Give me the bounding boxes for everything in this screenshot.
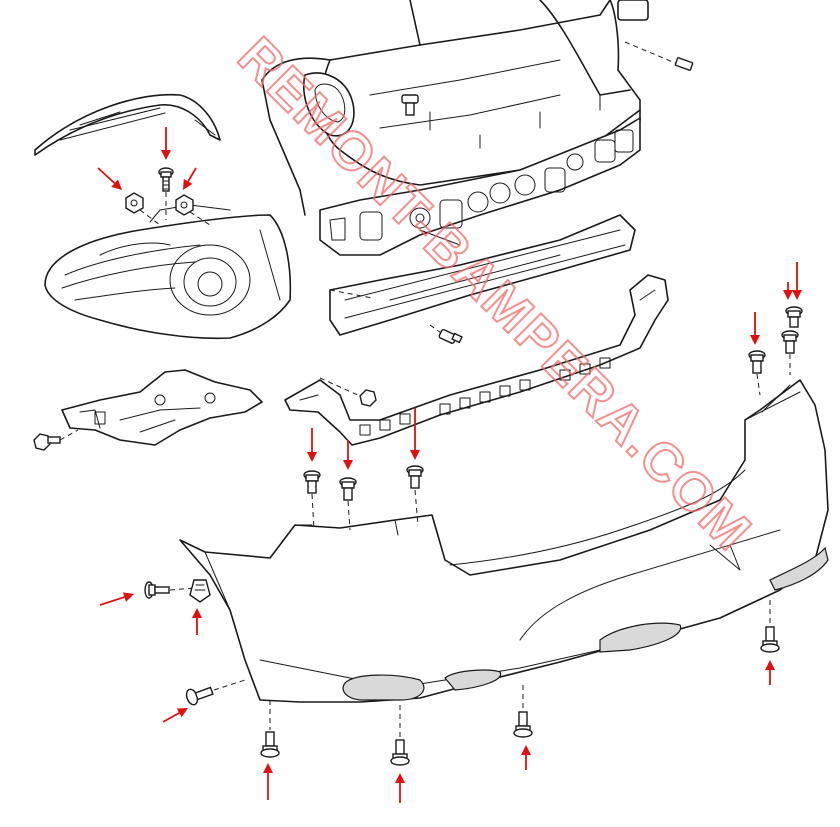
screw-icon (260, 731, 280, 758)
left-side-screw (144, 581, 196, 599)
body-stud-dashed (624, 41, 694, 71)
upper-screw-2 (339, 477, 357, 531)
screw-icon (760, 626, 780, 653)
screw-icon (785, 306, 803, 328)
bottom-screw-2 (390, 705, 410, 766)
right-screw-2 (781, 330, 799, 375)
pointer-arrow (307, 428, 317, 462)
pointer-arrow (161, 127, 171, 160)
pointer-arrow (395, 773, 405, 803)
screw-icon (339, 477, 357, 501)
pointer-arrow (410, 408, 420, 460)
tail-light-nut-left (125, 192, 161, 226)
screw-icon (513, 711, 533, 738)
clip-icon (189, 579, 211, 603)
bolt-icon (33, 433, 61, 451)
pointer-arrow (97, 167, 122, 190)
pointer-arrow (192, 608, 202, 635)
arrow-group (97, 127, 802, 803)
arrow-head (395, 773, 405, 783)
tail-light-screw-top (158, 167, 174, 220)
stud-icon (401, 94, 419, 116)
arrow-head (750, 335, 760, 345)
arrow-head (410, 450, 420, 460)
bottom-screw-1 (260, 700, 280, 758)
bracket-nut (319, 377, 377, 407)
upper-screw-3 (406, 465, 424, 526)
tail-light-cover (34, 93, 221, 156)
impact-absorber-beam (329, 214, 636, 336)
arrow-head (307, 452, 317, 462)
arrow-head (183, 178, 193, 190)
pointer-arrow (99, 592, 134, 606)
bottom-screw-3 (513, 685, 533, 738)
arrow-shaft (99, 596, 125, 606)
arrow-head (161, 150, 171, 160)
lower-left-screw (185, 679, 246, 706)
screw-icon (303, 470, 321, 494)
arrow-head (176, 708, 188, 718)
pointer-arrow (263, 763, 273, 800)
rear-bumper-cover (179, 379, 829, 703)
pointer-arrow (750, 312, 760, 345)
right-screw-3 (785, 306, 803, 328)
left-side-bracket (61, 369, 263, 446)
screw-icon (158, 167, 174, 192)
bolt-icon (674, 57, 694, 71)
pointer-arrow (783, 282, 793, 300)
nut-icon (359, 389, 377, 407)
screw-icon (748, 350, 766, 374)
rear-bumper-mounting-bracket (284, 274, 669, 446)
nut-icon (125, 192, 144, 214)
screw-icon (390, 739, 410, 766)
arrow-head (765, 660, 775, 670)
right-screw-1 (748, 350, 766, 396)
left-clip (189, 579, 211, 603)
arrow-head (343, 460, 353, 470)
pointer-arrow (183, 167, 197, 190)
arrow-head (792, 290, 802, 300)
arrow-shaft (97, 167, 116, 184)
nut-icon (175, 194, 194, 216)
tail-light-nut-right (175, 194, 211, 226)
pointer-arrow (521, 745, 531, 770)
pointer-arrow (162, 708, 188, 723)
arrow-head (521, 745, 531, 755)
arrow-head (783, 290, 793, 300)
arrow-head (111, 179, 122, 190)
arrow-shaft (162, 712, 180, 723)
arrow-shaft (187, 167, 197, 182)
screw-icon (185, 686, 214, 706)
upper-screw-1 (303, 470, 321, 531)
rear-cross-member (319, 117, 641, 256)
arrow-head (122, 592, 134, 602)
tail-light-assembly (44, 204, 292, 340)
side-bracket-bolt (33, 429, 79, 451)
pointer-arrow (765, 660, 775, 685)
reinforcement-bolt-icon (429, 324, 463, 344)
screw-icon (406, 465, 424, 489)
bottom-screw-4 (760, 600, 780, 653)
car-body-rear-panel (261, 0, 649, 216)
screw-icon (144, 581, 170, 599)
arrow-head (263, 763, 273, 773)
pointer-arrow (792, 262, 802, 300)
screw-icon (781, 330, 799, 354)
pointer-arrow (343, 440, 353, 470)
arrow-head (192, 608, 202, 618)
